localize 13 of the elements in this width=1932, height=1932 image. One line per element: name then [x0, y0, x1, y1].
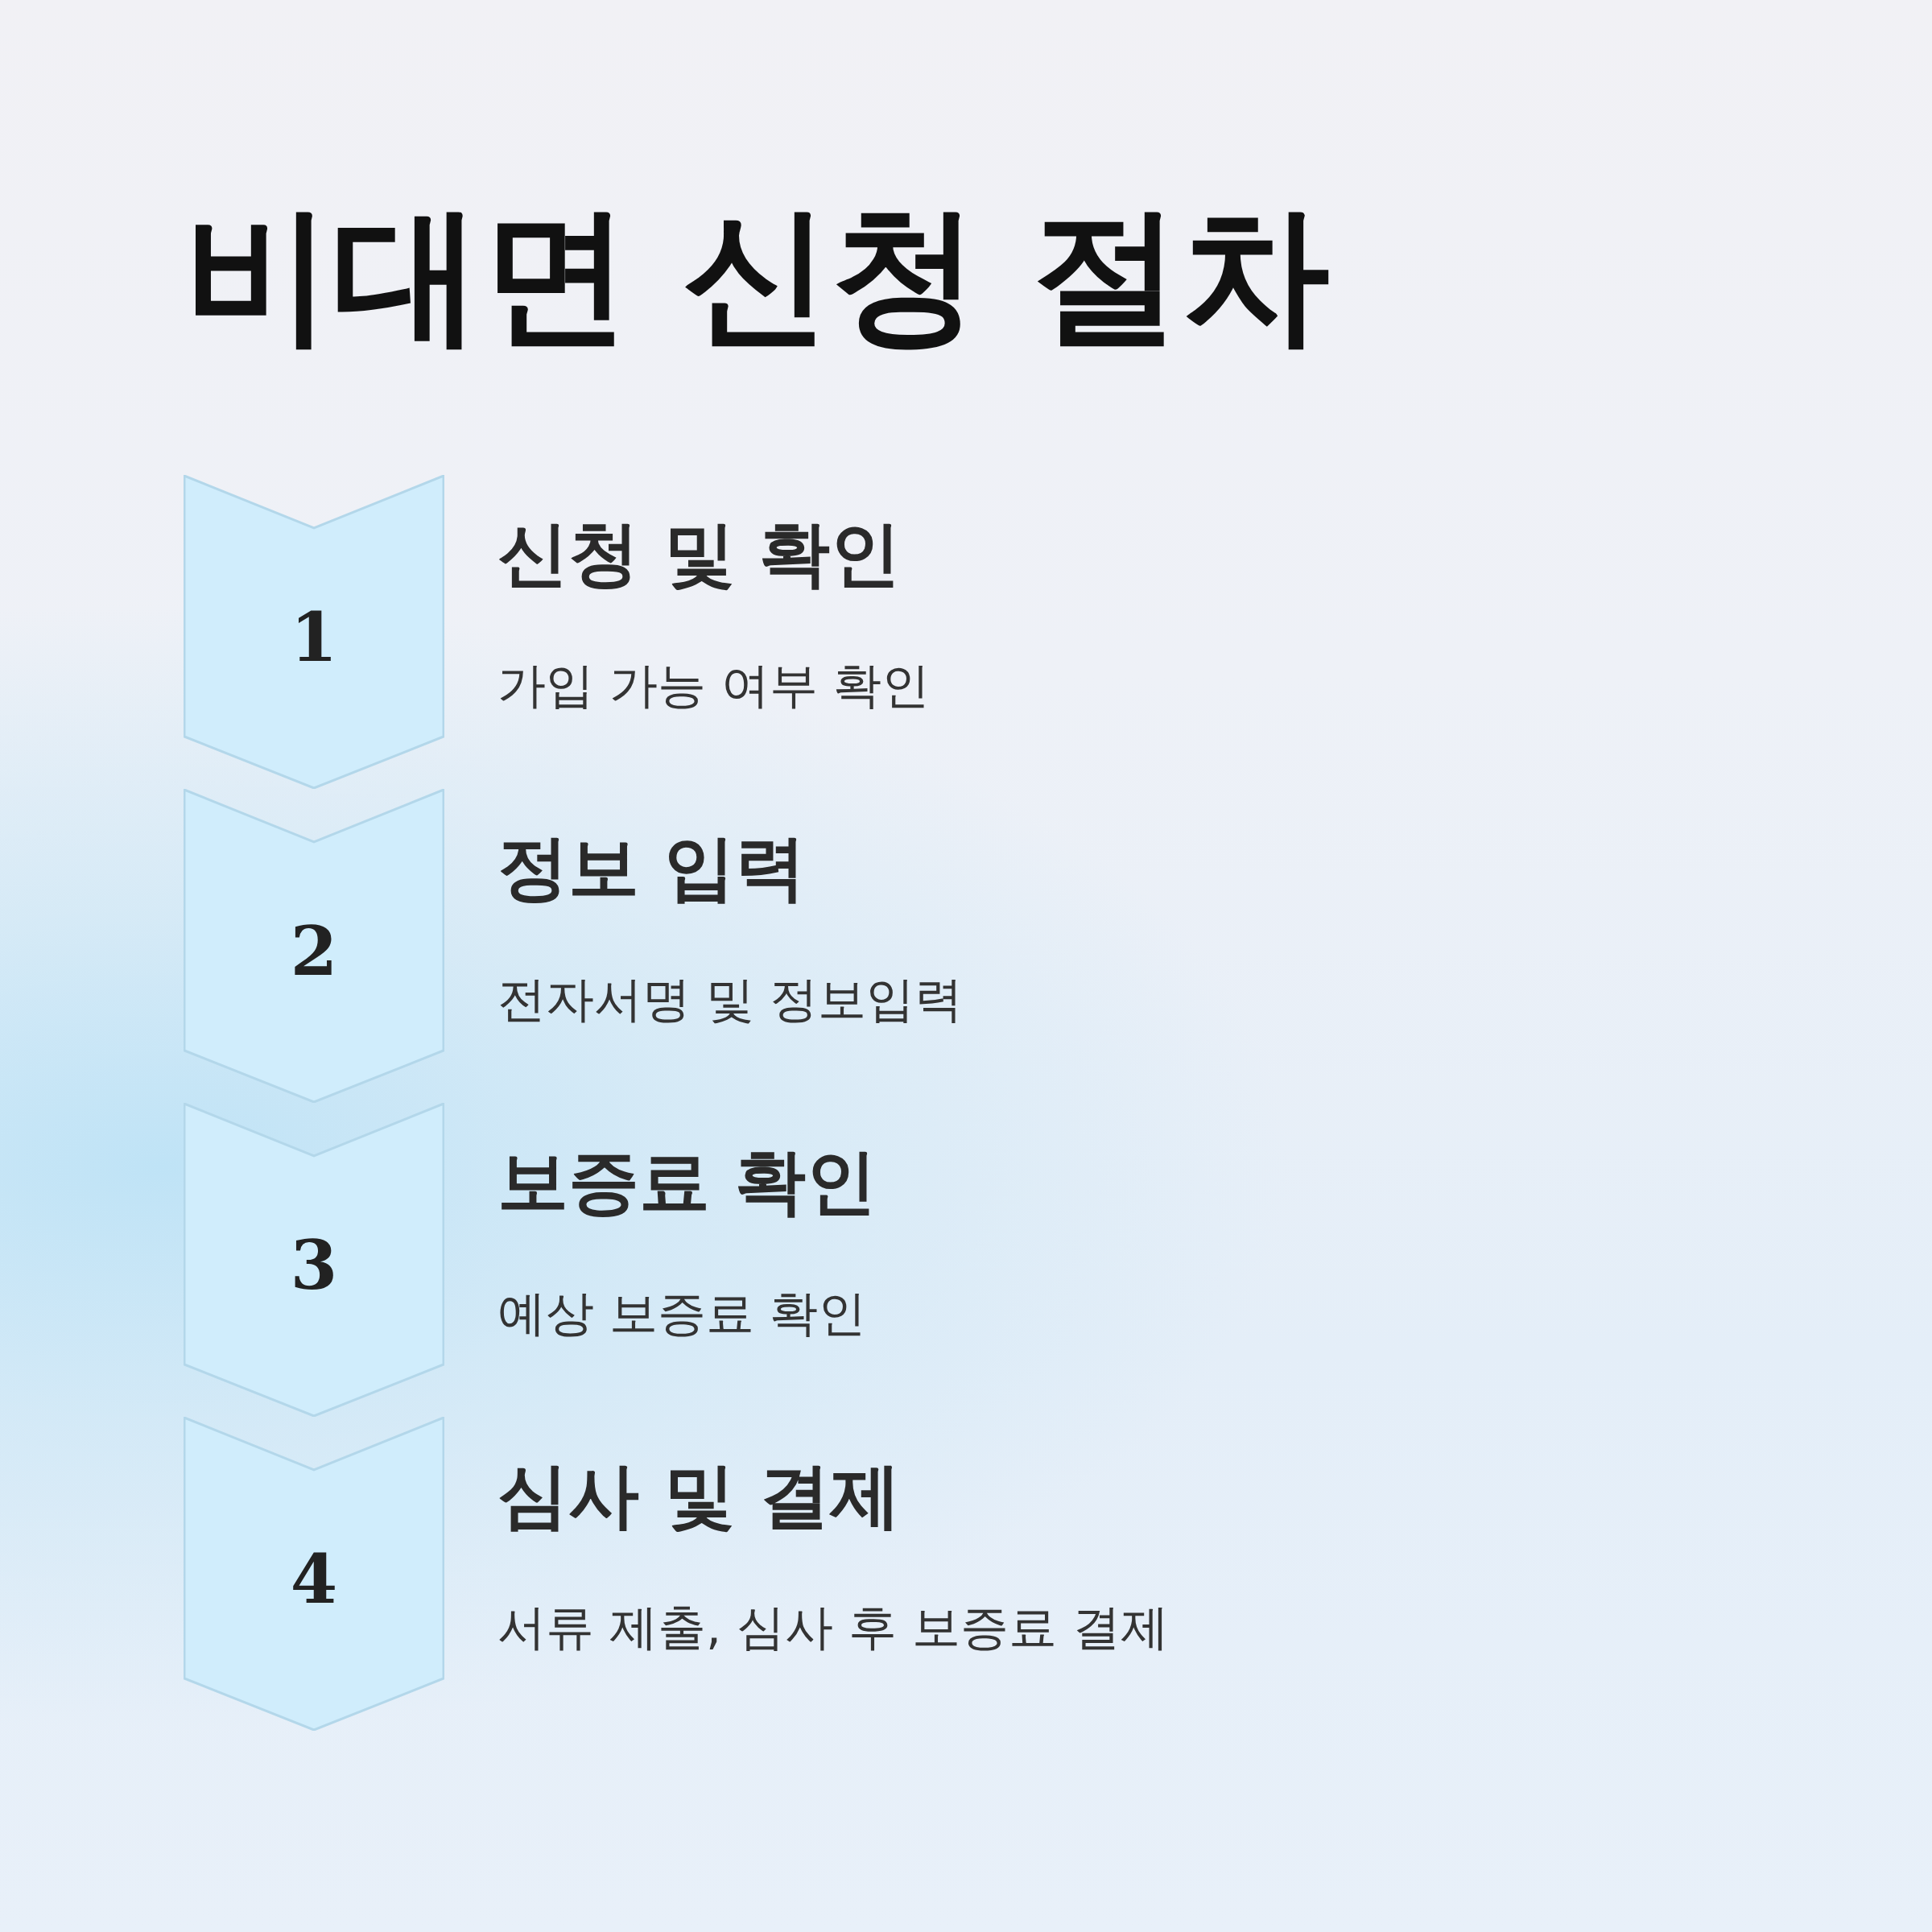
step-heading: 보증료 확인 [497, 1139, 877, 1224]
step-heading: 신청 및 확인 [497, 511, 902, 597]
step-description: 예상 보증료 확인 [497, 1284, 867, 1342]
step-description: 가입 가능 여부 확인 [497, 656, 931, 714]
step-description: 서류 제출, 심사 후 보증료 결제 [497, 1598, 1170, 1656]
step-description: 전자서명 및 정보입력 [497, 970, 964, 1028]
step-number: 2 [290, 914, 338, 989]
step-number: 1 [290, 600, 338, 675]
step-number: 4 [290, 1542, 338, 1617]
title: 비대면 신청 절차 [184, 193, 1330, 357]
step-heading: 심사 및 결제 [497, 1453, 902, 1538]
step-heading: 정보 입력 [497, 825, 806, 910]
step-number: 3 [290, 1228, 338, 1303]
